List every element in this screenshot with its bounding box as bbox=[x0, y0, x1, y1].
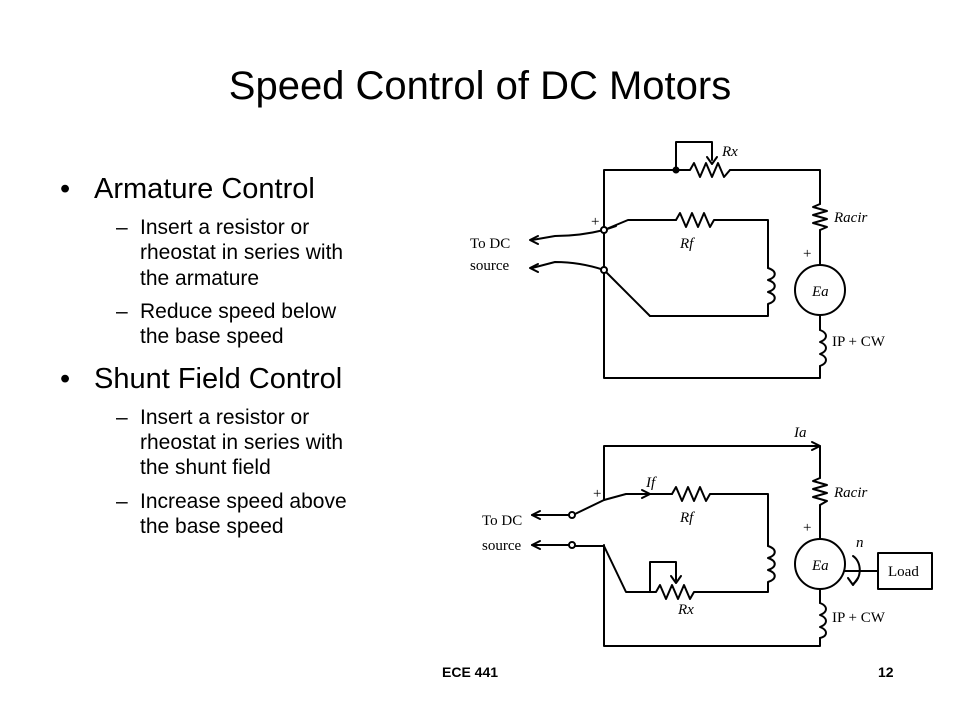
bottom-ia-arrow bbox=[811, 441, 821, 451]
slide-title: Speed Control of DC Motors bbox=[228, 64, 732, 108]
line: Reduce speed below bbox=[140, 300, 337, 324]
line: rheostat in series with bbox=[140, 241, 344, 265]
bottom-label-source-1: To DC bbox=[482, 513, 522, 529]
bullet-dot: • bbox=[60, 173, 71, 205]
bottom-rf-resistor bbox=[671, 486, 769, 547]
top-terminal-plus bbox=[600, 226, 608, 234]
bullet-shunt-field-control: • Shunt Field Control bbox=[60, 362, 460, 397]
top-wire-plus-node bbox=[603, 219, 677, 231]
top-label-source-1: To DC bbox=[470, 236, 510, 252]
bottom-wire-plus bbox=[574, 493, 673, 515]
line: Insert a resistor or bbox=[140, 215, 310, 239]
bottom-label-racir: Racir bbox=[833, 485, 867, 501]
bullet-dot: • bbox=[60, 362, 71, 395]
top-label-plus-right: + bbox=[803, 246, 811, 262]
sub-bullet-insert-resistor-field: – Insert a resistor or rheostat in serie… bbox=[60, 405, 460, 481]
bottom-racir-resistor bbox=[812, 477, 828, 506]
bottom-rx-wiper-arrow bbox=[670, 575, 682, 584]
top-label-ea: Ea bbox=[811, 284, 829, 300]
top-source-minus bbox=[531, 261, 605, 271]
bottom-wire-outer bbox=[603, 445, 821, 521]
sub-bullet-dash: – bbox=[116, 300, 128, 324]
bottom-terminal-plus bbox=[568, 511, 576, 519]
top-rx-resistor bbox=[675, 162, 731, 178]
sub-bullet-dash: – bbox=[116, 215, 128, 239]
top-label-plus-left: + bbox=[591, 214, 599, 230]
bottom-wire-minus-branch bbox=[574, 545, 651, 593]
line: Insert a resistor or bbox=[140, 405, 310, 429]
bottom-label-if: If bbox=[645, 475, 657, 491]
sub-bullet-reduce-speed: – Reduce speed below the base speed bbox=[60, 299, 460, 350]
bottom-circuit-diagram bbox=[531, 441, 933, 647]
top-rx-wiper-arrow bbox=[706, 156, 718, 165]
sub-bullet-dash: – bbox=[116, 489, 128, 513]
line: the base speed bbox=[140, 515, 284, 539]
top-rf-resistor bbox=[675, 212, 769, 269]
bottom-wire-bottom bbox=[603, 544, 821, 647]
top-rx-node bbox=[672, 166, 680, 174]
bullet-armature-control: • Armature Control bbox=[60, 172, 460, 207]
top-label-rx: Rx bbox=[721, 144, 738, 160]
bullet-list: • Armature Control – Insert a resistor o… bbox=[60, 172, 460, 548]
top-label-source-2: source bbox=[470, 258, 509, 274]
top-wire-bottom bbox=[603, 284, 821, 379]
bottom-label-load: Load bbox=[888, 564, 919, 580]
bullet-heading: Armature Control bbox=[94, 173, 315, 205]
bottom-rx-resistor bbox=[649, 584, 713, 600]
bottom-label-source-2: source bbox=[482, 538, 521, 554]
bottom-if-arrow bbox=[641, 489, 651, 499]
bottom-terminal-minus bbox=[568, 541, 576, 549]
top-label-ip: IP + CW bbox=[832, 334, 886, 350]
top-interpole-winding bbox=[819, 329, 827, 367]
bottom-arrow-plus bbox=[531, 510, 541, 520]
bottom-shunt-field-winding bbox=[711, 545, 776, 593]
bottom-label-plus-left: + bbox=[593, 486, 601, 502]
footer-page-number: 12 bbox=[878, 664, 894, 680]
sub-bullet-insert-resistor-armature: – Insert a resistor or rheostat in serie… bbox=[60, 215, 460, 291]
top-label-racir: Racir bbox=[833, 210, 867, 226]
top-wire-outer bbox=[603, 169, 821, 286]
bottom-label-ip: IP + CW bbox=[832, 610, 886, 626]
bottom-label-ia: Ia bbox=[793, 425, 807, 441]
bottom-label-rf: Rf bbox=[679, 510, 695, 526]
bottom-label-plus-right: + bbox=[803, 520, 811, 536]
bottom-interpole-winding bbox=[819, 602, 827, 639]
top-wire-minus-branch bbox=[603, 269, 651, 317]
top-rx-bypass bbox=[675, 141, 713, 171]
top-arrow-minus bbox=[529, 263, 539, 273]
line: rheostat in series with bbox=[140, 431, 344, 455]
sub-bullet-increase-speed: – Increase speed above the base speed bbox=[60, 489, 460, 540]
line: the base speed bbox=[140, 325, 284, 349]
bottom-label-rx: Rx bbox=[677, 602, 694, 618]
sub-bullet-dash: – bbox=[116, 405, 128, 429]
line: the armature bbox=[140, 266, 260, 290]
bottom-label-n: n bbox=[856, 535, 864, 551]
top-terminal-minus bbox=[600, 266, 608, 274]
bottom-label-ea: Ea bbox=[811, 558, 829, 574]
bottom-rotation-arrowhead bbox=[847, 577, 859, 586]
bottom-rx-bypass bbox=[649, 561, 677, 593]
top-label-rf: Rf bbox=[679, 236, 695, 252]
footer-course: ECE 441 bbox=[442, 664, 499, 680]
top-arrow-plus bbox=[529, 235, 539, 245]
top-circuit-diagram bbox=[529, 141, 846, 379]
bottom-arrow-minus bbox=[531, 540, 541, 550]
top-racir-resistor bbox=[812, 203, 828, 231]
line: the shunt field bbox=[140, 456, 271, 480]
line: Increase speed above bbox=[140, 489, 347, 513]
top-shunt-field-winding bbox=[649, 267, 776, 317]
bullet-heading: Shunt Field Control bbox=[94, 362, 343, 395]
